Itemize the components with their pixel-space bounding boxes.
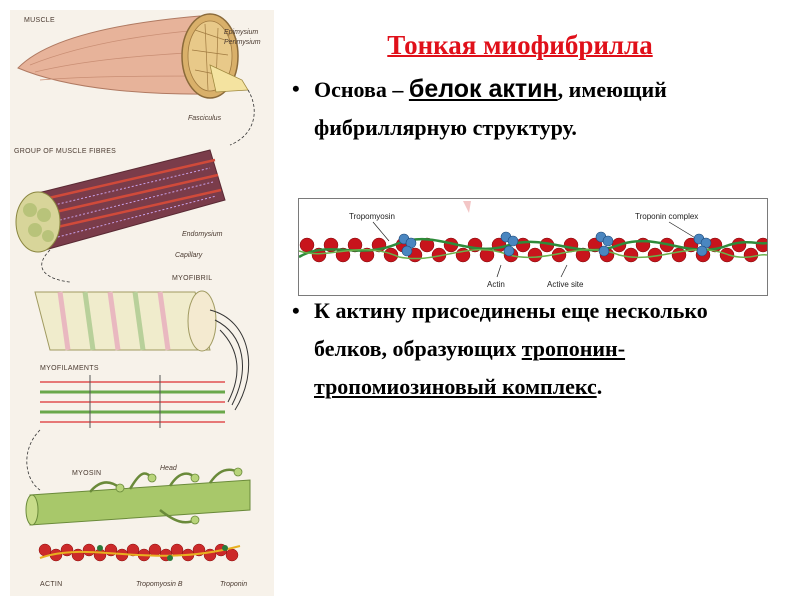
muscle-structure-figure: MUSCLE Epimysium Perimysium Fasciculus G… bbox=[10, 10, 274, 596]
label-actin-monomer: Actin bbox=[487, 280, 505, 289]
label-myofibril: MYOFIBRIL bbox=[172, 275, 212, 282]
label-active-site: Active site bbox=[547, 280, 584, 289]
bullet-text: Основа – белок актин, имеющий фибриллярн… bbox=[314, 70, 772, 147]
bullet2-prefix: К актину присоединены еще несколько белк… bbox=[314, 298, 708, 361]
bullet-actin-basis: • Основа – белок актин, имеющий фибрилля… bbox=[292, 70, 772, 147]
label-troponin-complex: Troponin complex bbox=[635, 212, 698, 221]
label-head: Head bbox=[160, 465, 178, 472]
bullet-marker: • bbox=[292, 70, 312, 108]
label-muscle: MUSCLE bbox=[24, 17, 55, 24]
label-group-of-fibres: GROUP OF MUSCLE FIBRES bbox=[14, 148, 116, 155]
label-tropomyosin: Tropomyosin bbox=[349, 212, 395, 221]
bullet1-prefix: Основа – bbox=[314, 77, 409, 102]
label-myosin: MYOSIN bbox=[72, 470, 101, 477]
actin-filament-diagram: Tropomyosin Troponin complex Actin bbox=[299, 199, 767, 295]
slide-title: Тонкая миофибрилла bbox=[310, 30, 730, 61]
label-troponin: Troponin bbox=[220, 581, 247, 588]
label-myofilaments: MYOFILAMENTS bbox=[40, 365, 99, 372]
actin-filament-figure: Tropomyosin Troponin complex Actin bbox=[298, 198, 768, 296]
bullet-text: К актину присоединены еще несколько белк… bbox=[314, 292, 772, 406]
bullet1-highlight: белок актин bbox=[409, 75, 558, 103]
label-tropomyosin-b: Tropomyosin B bbox=[136, 581, 183, 588]
bullet2-suffix: . bbox=[597, 374, 603, 399]
label-capillary: Capillary bbox=[175, 252, 203, 259]
muscle-structure-illustration: MUSCLE Epimysium Perimysium Fasciculus G… bbox=[10, 10, 274, 596]
label-epimysium: Epimysium bbox=[224, 29, 258, 36]
bullet-troponin-complex: • К актину присоединены еще несколько бе… bbox=[292, 292, 772, 406]
label-fasciculus: Fasciculus bbox=[188, 115, 222, 122]
label-actin: ACTIN bbox=[40, 581, 63, 588]
label-endomysium: Endomysium bbox=[182, 231, 223, 238]
label-perimysium: Perimysium bbox=[224, 39, 261, 46]
bullet-marker: • bbox=[292, 292, 312, 330]
